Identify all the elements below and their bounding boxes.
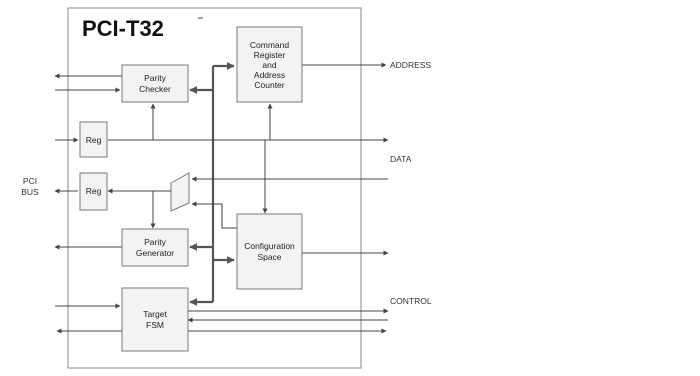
configuration-space-block: Configuration Space bbox=[236, 213, 303, 290]
reg-top-block: Reg bbox=[79, 121, 108, 158]
output-multiplexer bbox=[170, 172, 190, 212]
reg-bottom-block: Reg bbox=[79, 172, 108, 211]
address-label: ADDRESS bbox=[390, 60, 431, 70]
pci-bus-label-2: BUS bbox=[21, 187, 39, 197]
parity-generator-label-1: Parity bbox=[144, 237, 166, 247]
target-fsm-block: Target FSM bbox=[121, 287, 189, 352]
reg-top-label: Reg bbox=[86, 135, 102, 145]
parity-generator-block: Parity Generator bbox=[121, 228, 189, 267]
chip-title: PCI-T32 bbox=[82, 16, 164, 41]
target-fsm-label-2: FSM bbox=[146, 320, 164, 330]
target-fsm-label-1: Target bbox=[143, 309, 167, 319]
parity-checker-block: Parity Checker bbox=[121, 64, 189, 103]
configuration-space-label-2: Space bbox=[257, 252, 281, 262]
command-register-label-1: Command bbox=[250, 40, 289, 50]
pci-bus-label-1: PCI bbox=[23, 176, 37, 186]
command-register-label-3: and bbox=[262, 60, 276, 70]
command-register-label-2: Register bbox=[254, 50, 286, 60]
reg-bottom-label: Reg bbox=[86, 186, 102, 196]
parity-checker-label-1: Parity bbox=[144, 73, 166, 83]
command-register-block: Command Register and Address Counter bbox=[236, 26, 303, 103]
command-register-label-4: Address bbox=[254, 70, 285, 80]
data-label: DATA bbox=[390, 154, 412, 164]
chip-boundary bbox=[67, 7, 362, 369]
configuration-space-to-mux bbox=[191, 201, 237, 229]
command-register-label-5: Counter bbox=[254, 80, 284, 90]
configuration-space-label-1: Configuration bbox=[244, 241, 295, 251]
parity-checker-label-2: Checker bbox=[139, 84, 171, 94]
control-label: CONTROL bbox=[390, 296, 432, 306]
parity-generator-label-2: Generator bbox=[136, 248, 174, 258]
